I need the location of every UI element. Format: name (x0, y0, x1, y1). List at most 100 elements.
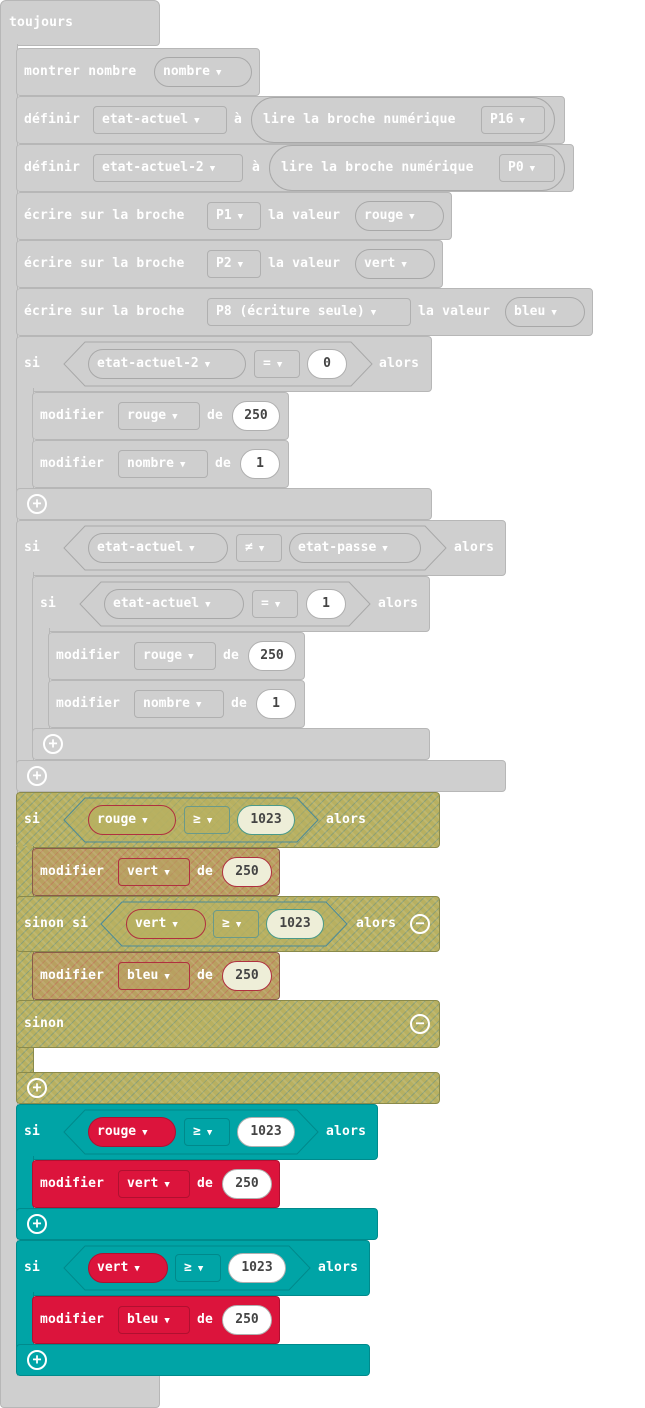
change-var-dropdown[interactable]: rouge▼ (118, 402, 200, 430)
forever-label: toujours (9, 15, 74, 30)
change-value[interactable]: 250 (222, 1305, 272, 1335)
change-value[interactable]: 1 (240, 449, 280, 479)
operator-dropdown[interactable]: ≥▼ (184, 1118, 230, 1146)
change-value[interactable]: 250 (222, 1169, 272, 1199)
chevron-down-icon: ▼ (551, 308, 557, 318)
by-label: de (207, 408, 224, 423)
change-value[interactable]: 250 (222, 961, 272, 991)
plus-circle-icon[interactable]: + (27, 1078, 47, 1098)
chevron-down-icon: ▼ (401, 260, 407, 270)
operator-dropdown[interactable]: =▼ (252, 590, 298, 618)
change-value[interactable]: 250 (222, 857, 272, 887)
compare-var-2[interactable]: etat-passe▼ (289, 533, 421, 563)
chevron-down-icon: ▼ (194, 116, 200, 126)
plus-circle-icon[interactable]: + (27, 494, 47, 514)
pin-dropdown[interactable]: P0▼ (499, 154, 555, 182)
then-label: alors (454, 540, 495, 555)
change-label: modifier (40, 864, 105, 879)
then-label: alors (356, 916, 397, 931)
change-var-dropdown[interactable]: bleu▼ (118, 1306, 190, 1334)
write-value-var[interactable]: bleu▼ (505, 297, 585, 327)
forever-block[interactable] (0, 0, 160, 46)
chevron-down-icon: ▼ (258, 544, 265, 554)
chevron-down-icon: ▼ (164, 1316, 170, 1326)
write-pin-dropdown[interactable]: P2▼ (207, 250, 261, 278)
plus-circle-icon[interactable]: + (27, 1350, 47, 1370)
else-label: sinon (24, 1016, 65, 1031)
change-value[interactable]: 1 (256, 689, 296, 719)
by-label: de (197, 1176, 214, 1191)
change-var-dropdown[interactable]: nombre▼ (134, 690, 224, 718)
then-label: alors (379, 356, 420, 371)
chevron-down-icon: ▼ (382, 544, 388, 554)
operator-dropdown[interactable]: ≠▼ (236, 534, 282, 562)
chevron-down-icon: ▼ (276, 360, 283, 370)
operator-dropdown[interactable]: ≥▼ (175, 1254, 221, 1282)
compare-var[interactable]: etat-actuel▼ (104, 589, 244, 619)
chevron-down-icon: ▼ (164, 868, 170, 878)
pin-dropdown[interactable]: P16▼ (481, 106, 545, 134)
plus-circle-icon[interactable]: + (27, 766, 47, 786)
chevron-down-icon: ▼ (134, 1264, 140, 1274)
compare-value[interactable]: 1 (306, 589, 346, 619)
write-value-label: la valeur (268, 256, 341, 271)
chevron-down-icon: ▼ (172, 412, 178, 422)
write-label: écrire sur la broche (24, 208, 185, 223)
chevron-down-icon: ▼ (235, 920, 242, 930)
change-label: modifier (40, 408, 105, 423)
change-value[interactable]: 250 (232, 401, 280, 431)
plus-circle-icon[interactable]: + (27, 1214, 47, 1234)
change-var-dropdown[interactable]: rouge▼ (134, 642, 216, 670)
plus-circle-icon[interactable]: + (43, 734, 63, 754)
by-label: de (197, 968, 214, 983)
if-label: si (24, 356, 41, 371)
compare-value[interactable]: 0 (307, 349, 347, 379)
write-pin-dropdown[interactable]: P1▼ (207, 202, 261, 230)
minus-circle-icon[interactable]: − (410, 1014, 430, 1034)
change-var-dropdown[interactable]: vert▼ (118, 858, 190, 886)
if-block-2-footer (16, 760, 506, 792)
write-pin-dropdown[interactable]: P8 (écriture seule)▼ (207, 298, 411, 326)
by-label: de (197, 1312, 214, 1327)
write-label: écrire sur la broche (24, 256, 185, 271)
change-var-dropdown[interactable]: vert▼ (118, 1170, 190, 1198)
write-value-var[interactable]: vert▼ (355, 249, 435, 279)
operator-dropdown[interactable]: ≥▼ (213, 910, 259, 938)
compare-value[interactable]: 1023 (237, 805, 295, 835)
compare-var[interactable]: rouge▼ (88, 805, 176, 835)
compare-var[interactable]: vert▼ (126, 909, 206, 939)
compare-value[interactable]: 1023 (237, 1117, 295, 1147)
chevron-down-icon: ▼ (409, 212, 415, 222)
compare-value[interactable]: 1023 (266, 909, 324, 939)
chevron-down-icon: ▼ (142, 1128, 148, 1138)
if-label: si (24, 1260, 41, 1275)
by-label: de (231, 696, 248, 711)
operator-dropdown[interactable]: ≥▼ (184, 806, 230, 834)
write-value-var[interactable]: rouge▼ (355, 201, 444, 231)
show-number-var[interactable]: nombre▼ (154, 57, 252, 87)
set-var-dropdown[interactable]: etat-actuel-2▼ (93, 154, 243, 182)
compare-var[interactable]: vert▼ (88, 1253, 168, 1283)
then-label: alors (318, 1260, 359, 1275)
change-var-dropdown[interactable]: bleu▼ (118, 962, 190, 990)
compare-var[interactable]: rouge▼ (88, 1117, 176, 1147)
compare-var[interactable]: etat-actuel▼ (88, 533, 228, 563)
compare-value[interactable]: 1023 (228, 1253, 286, 1283)
operator-dropdown[interactable]: =▼ (254, 350, 300, 378)
change-var-dropdown[interactable]: nombre▼ (118, 450, 208, 478)
else-row[interactable] (16, 1000, 440, 1048)
read-pin-label: lire la broche numérique (263, 112, 456, 127)
by-label: de (223, 648, 240, 663)
chevron-down-icon: ▼ (206, 816, 213, 826)
change-value[interactable]: 250 (248, 641, 296, 671)
minus-circle-icon[interactable]: − (410, 914, 430, 934)
if-block-5-footer (16, 1344, 370, 1376)
if-label: si (24, 540, 41, 555)
chevron-down-icon: ▼ (209, 164, 216, 174)
set-to-label: à (234, 112, 243, 127)
compare-var[interactable]: etat-actuel-2▼ (88, 349, 246, 379)
set-var-dropdown[interactable]: etat-actuel▼ (93, 106, 227, 134)
if-block-1-footer (16, 488, 432, 520)
write-block-3[interactable] (16, 288, 593, 336)
else-if-label: sinon si (24, 916, 89, 931)
